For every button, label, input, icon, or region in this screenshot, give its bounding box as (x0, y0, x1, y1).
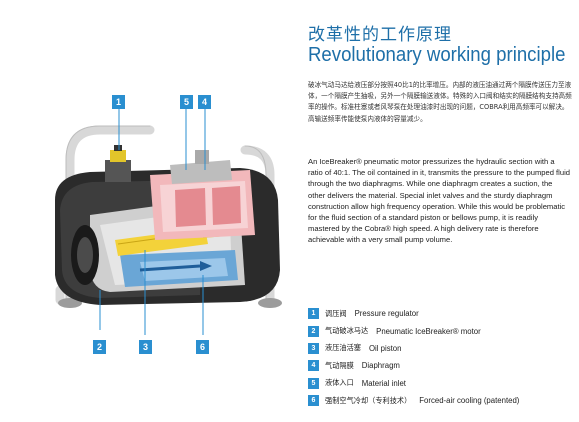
legend-label-zh: 调压阀 (325, 308, 347, 318)
legend-number: 2 (308, 325, 319, 337)
legend-label-en: Pneumatic IceBreaker® motor (376, 326, 481, 336)
legend-label-en: Diaphragm (361, 361, 400, 371)
text-column: 改革性的工作原理 Revolutionary working principle… (308, 0, 573, 417)
legend-item: 2 气动破冰马达 Pneumatic IceBreaker® motor (308, 322, 573, 339)
callout-4: 4 (198, 95, 211, 109)
callout-5: 5 (180, 95, 193, 109)
legend-number: 1 (308, 308, 319, 320)
legend-label-zh: 液体入口 (325, 378, 354, 388)
callout-3: 3 (139, 340, 152, 354)
legend-number: 4 (308, 360, 319, 372)
legend-number: 5 (308, 377, 319, 389)
callout-6: 6 (196, 340, 209, 354)
legend-number: 3 (308, 342, 319, 354)
legend-label-en: Pressure regulator (354, 309, 419, 319)
title-chinese: 改革性的工作原理 (308, 25, 452, 45)
legend-item: 1 调压阀 Pressure regulator (308, 305, 573, 322)
legend-item: 5 液体入口 Material inlet (308, 375, 573, 392)
legend-label-zh: 液压油活塞 (325, 343, 361, 353)
legend-label-en: Material inlet (361, 378, 406, 388)
legend-label-zh: 强制空气冷却（专利技术） (325, 395, 412, 405)
legend-item: 4 气动隔膜 Diaphragm (308, 357, 573, 374)
legend-number: 6 (308, 395, 319, 407)
legend-item: 6 强制空气冷却（专利技术） Forced-air cooling (paten… (308, 392, 573, 409)
legend-item: 3 液压油活塞 Oil piston (308, 340, 573, 357)
pump-cutaway-drawing (55, 108, 282, 335)
title-english: Revolutionary working principle (308, 44, 566, 66)
callout-2: 2 (93, 340, 106, 354)
paragraph-english: An IceBreaker® pneumatic motor pressuriz… (308, 157, 570, 245)
frame-tubes (55, 125, 275, 305)
paragraph-chinese: 破冰气动马达给液压部分按照40比1的比率增压。内部的液压油通过两个隔膜传送压力至… (308, 81, 572, 123)
legend-list: 1 调压阀 Pressure regulator 2 气动破冰马达 Pneuma… (308, 305, 573, 409)
callout-1: 1 (112, 95, 125, 109)
legend-label-zh: 气动破冰马达 (325, 326, 369, 336)
legend-label-en: Forced-air cooling (patented) (419, 396, 520, 406)
legend-label-zh: 气动隔膜 (325, 360, 354, 370)
legend-label-en: Oil piston (368, 343, 402, 353)
pump-illustration: 1 5 4 2 3 6 (55, 95, 282, 354)
